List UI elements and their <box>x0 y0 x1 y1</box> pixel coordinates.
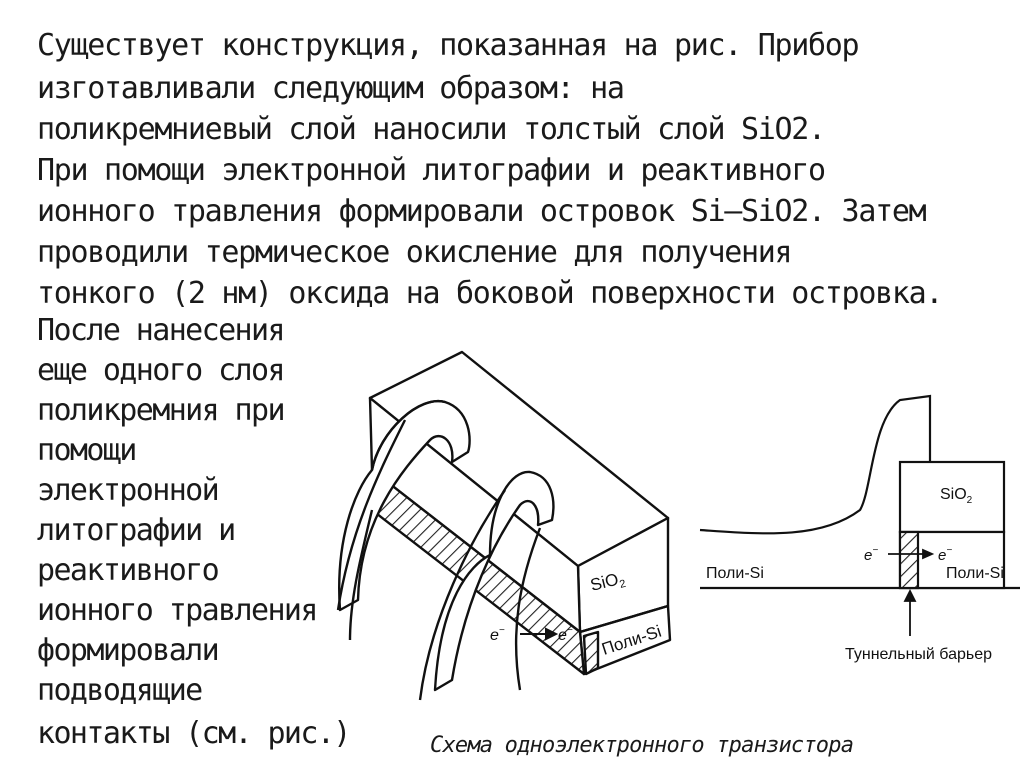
paragraph-line: При помощи электронной литографии и реак… <box>37 153 826 188</box>
paragraph-line: поликремниевый слой наносили толстый сло… <box>37 112 826 147</box>
oxide-front-edge <box>582 630 600 676</box>
cross-section-drawing <box>699 394 1020 590</box>
contact-lead-2 <box>433 470 555 692</box>
tunnel-barrier <box>898 530 920 590</box>
tunnel-barrier-label: Туннельный барьер <box>845 646 992 663</box>
side-line: формировали <box>37 633 220 668</box>
left-poly-outline <box>699 394 932 535</box>
right-poly-right-label: Поли-Si <box>946 565 1004 582</box>
side-line: подводящие <box>37 673 203 708</box>
left-tunnel-arrow <box>520 627 559 641</box>
side-line: еще одного слоя <box>37 353 286 388</box>
paragraph-line: тонкого (2 нм) оксида на боковой поверхн… <box>37 276 943 311</box>
paragraph-line: изготавливали следующим образом: на <box>37 71 625 106</box>
figure-caption: Схема одноэлектронного транзистора <box>430 733 854 758</box>
isometric-device-drawing <box>336 350 672 701</box>
side-line: контакты (см. рис.) <box>37 716 351 751</box>
side-line: После нанесения <box>37 313 286 348</box>
right-electron-label-2: e− <box>938 545 952 564</box>
side-line: литографии и <box>37 513 236 548</box>
barrier-pointer-arrow <box>903 588 917 636</box>
right-poly-left-label: Поли-Si <box>706 565 764 582</box>
contact-lead-2-outer <box>418 489 542 701</box>
right-sio2-label: SiO2 <box>940 486 973 506</box>
contact-lead-1-outer <box>336 419 407 641</box>
side-line: электронной <box>37 473 220 508</box>
paragraph-line: проводили термическое окисление для полу… <box>37 235 793 270</box>
side-line: реактивного <box>37 553 220 588</box>
left-electron-label: e− <box>490 625 505 644</box>
side-line: поликремния при <box>37 393 286 428</box>
side-line: помощи <box>37 433 137 468</box>
side-line: ионного травления <box>37 593 318 628</box>
left-electron-label-2: e− <box>558 625 573 644</box>
right-tunnel-arrow <box>888 548 935 560</box>
paragraph-line: Существует конструкция, показанная на ри… <box>37 28 860 63</box>
paragraph-line: ионного травления формировали островок S… <box>37 194 927 229</box>
right-electron-label: e− <box>864 545 878 564</box>
